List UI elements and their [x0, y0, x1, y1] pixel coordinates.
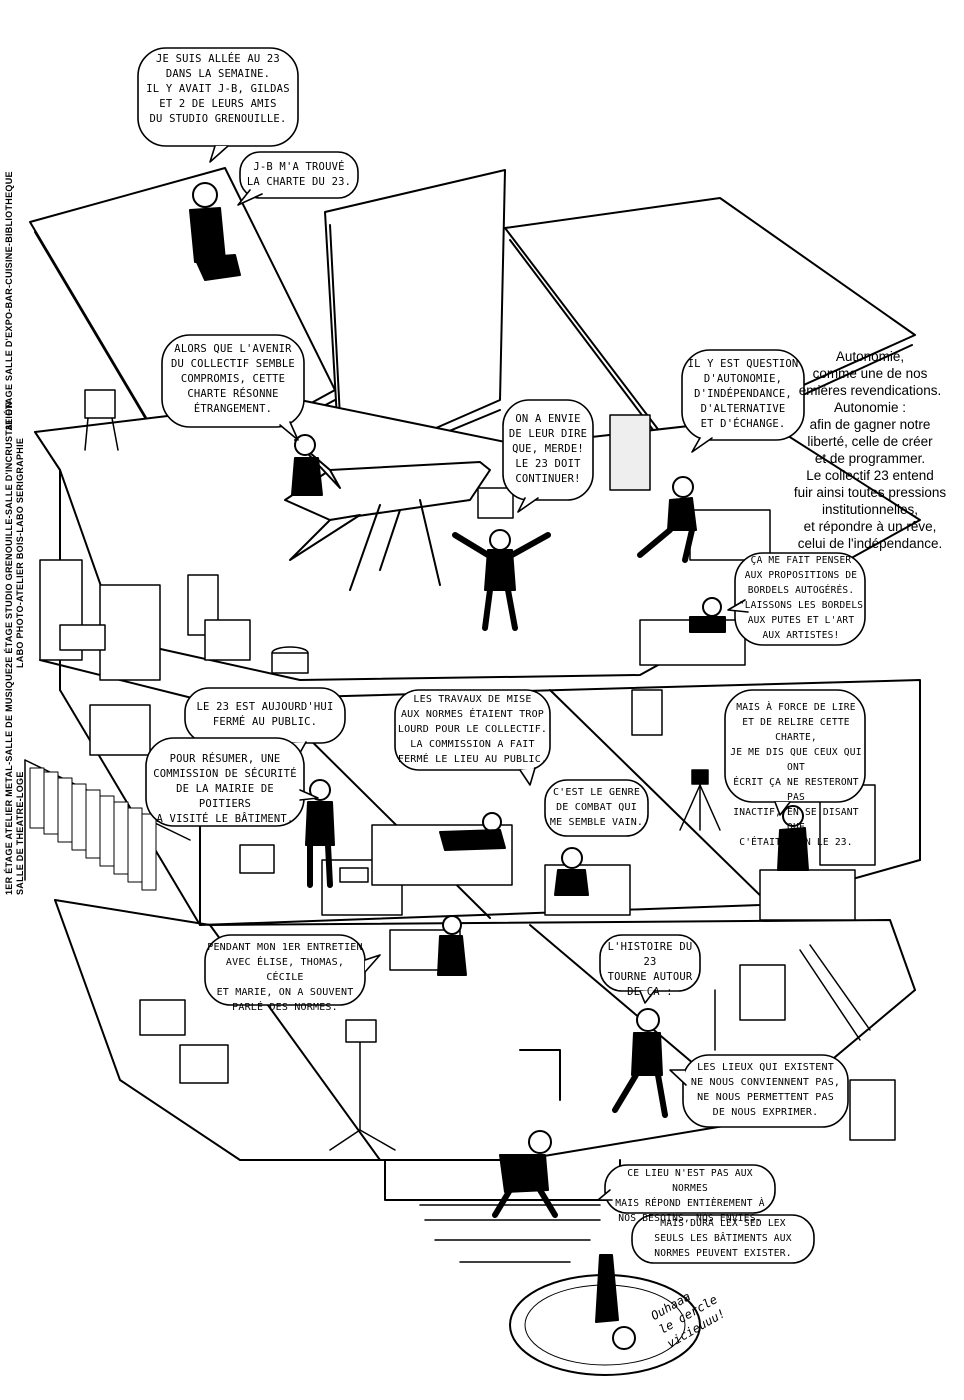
bubble-2: J-B m'a trouvé la charte du 23.	[246, 161, 352, 188]
bubble-11: Mais à force de lire et de relire cette …	[730, 702, 862, 848]
bubble-8: Les travaux de mise aux normes étaient t…	[397, 694, 548, 765]
bubble-14: Les lieux qui existent ne nous convienne…	[690, 1062, 841, 1118]
bubble-6: Ça me fait penser aux propositions de bo…	[738, 555, 864, 641]
floor-label-first-line2: SALLE DE THEATRE-LOGE	[15, 771, 25, 895]
bubble-12: Pendant mon 1er entretien avec Élise, Th…	[207, 942, 363, 1013]
floor-label-second-line2: LABO PHOTO-ATELIER BOIS-LABO SERIGRAPHIE	[15, 437, 25, 668]
bubble-3: Alors que l'avenir du collectif semble c…	[171, 343, 295, 415]
bubble-1: Je suis allée au 23 dans la semaine. Il …	[146, 53, 290, 125]
floor-label-second-line1: 2e étage STUDIO GRENOUILLE-SALLE D'INCRU…	[4, 401, 14, 668]
bubble-15: Ce lieu n'est pas aux normes mais répond…	[615, 1168, 765, 1224]
bubble-13: L'histoire du 23 tourne autour de ça :	[607, 941, 693, 998]
floor-label-third: 3e étage SALLE D'EXPO-BAR-CUISINE-BIBLIO…	[4, 171, 15, 430]
bubble-5: Il y est question d'autonomie, d'indépen…	[687, 358, 799, 430]
bubble-16: Mais dura lex sed lex seuls les bâtiment…	[654, 1218, 792, 1259]
floor-label-first: 1er étage ATELIER METAL-SALLE DE MUSIQUE…	[4, 668, 26, 895]
bubble-4: On a envie de leur dire que, merde! Le 2…	[508, 413, 588, 485]
bubble-9: Pour résumer, une commission de sécurité…	[153, 753, 297, 825]
speech-bubble-shapes	[137, 47, 866, 1264]
floor-label-third-line1: 3e étage SALLE D'EXPO-BAR-CUISINE-BIBLIO…	[4, 171, 14, 430]
clothes-rack	[29, 767, 157, 891]
floor-label-second: 2e étage STUDIO GRENOUILLE-SALLE D'INCRU…	[4, 402, 26, 668]
characters	[189, 182, 809, 1350]
stairs	[419, 1204, 601, 1263]
bubble-10: C'est le genre de combat qui me semble v…	[549, 787, 644, 828]
autonomy-prose: Autonomie, comme une de nos emières reve…	[793, 349, 947, 551]
bubble-7: Le 23 est aujourd'hui fermé au public.	[196, 701, 334, 728]
props	[24, 389, 896, 1151]
floor-label-first-line1: 1er étage ATELIER METAL-SALLE DE MUSIQUE	[4, 667, 14, 895]
